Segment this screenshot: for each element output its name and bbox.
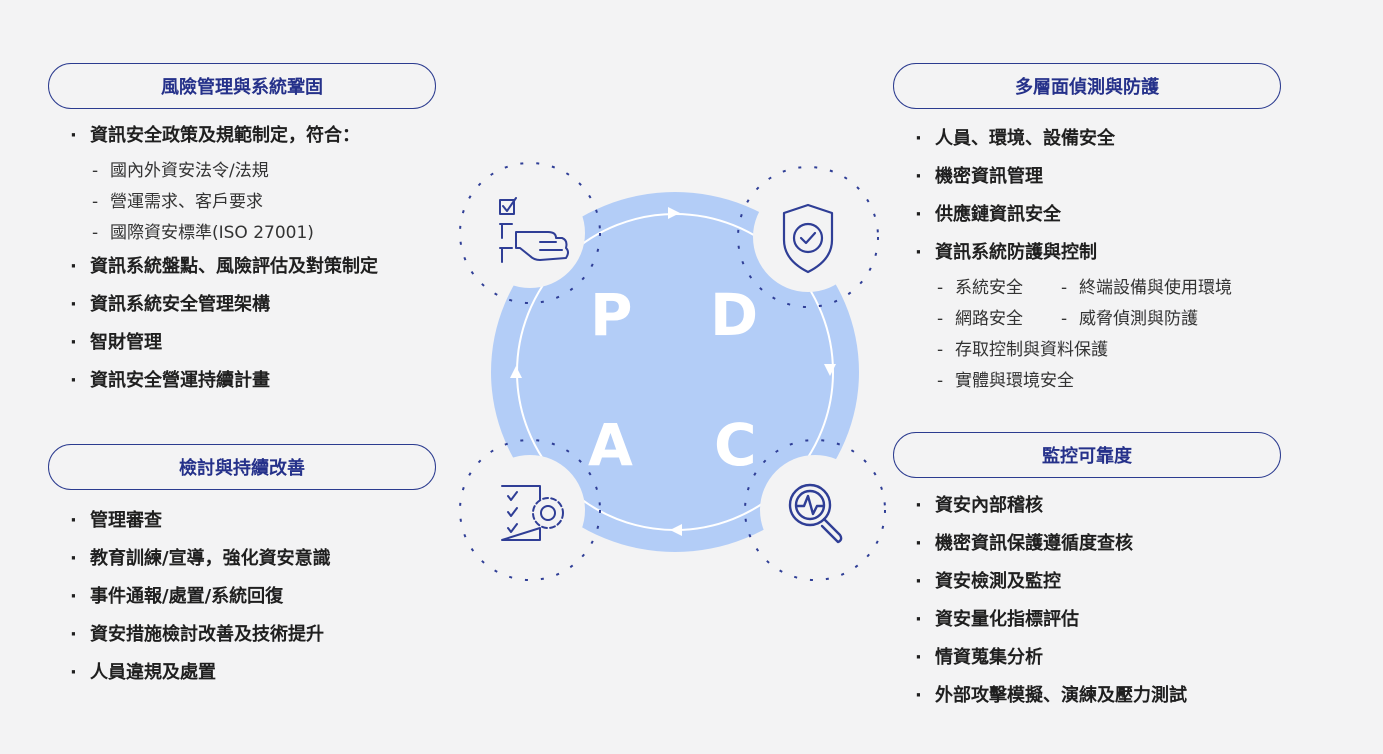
- list-subitem: -威脅偵測與防護: [1061, 309, 1198, 329]
- list-subitem-pair: 網路安全 -威脅偵測與防護: [915, 308, 1232, 330]
- list-item: 教育訓練/宣導，強化資安意識: [70, 547, 331, 571]
- check-badge: [744, 439, 886, 581]
- list-item: 資訊安全政策及規範制定，符合：: [70, 124, 378, 148]
- list-item: 資安檢測及監控: [915, 570, 1187, 594]
- act-badge-circle: [475, 455, 585, 565]
- list-subitem-text: 終端設備與使用環境: [1079, 278, 1232, 298]
- letter-d: D: [710, 281, 758, 349]
- list-item: 智財管理: [70, 331, 378, 355]
- shield-check-icon: [782, 203, 834, 274]
- list-item: 機密資訊管理: [915, 165, 1232, 189]
- list-subitem-pair: 系統安全 -終端設備與使用環境: [915, 277, 1232, 299]
- list-item: 管理審查: [70, 509, 331, 533]
- list-item: 外部攻擊模擬、演練及壓力測試: [915, 684, 1187, 708]
- letter-a: A: [588, 411, 633, 479]
- list-subitem: 實體與環境安全: [915, 370, 1232, 392]
- list-subitem: 國內外資安法令/法規: [70, 160, 378, 182]
- check-badge-dash-ring: [744, 439, 886, 581]
- magnifier-pulse-icon: [788, 483, 843, 544]
- list-subitem: -終端設備與使用環境: [1061, 278, 1232, 298]
- list-item: 事件通報/處置/系統回復: [70, 585, 331, 609]
- list-item: 機密資訊保護遵循度查核: [915, 532, 1187, 556]
- list-subitem-text: 威脅偵測與防護: [1079, 309, 1198, 329]
- pdca-cycle-diagram: P D A C: [459, 162, 886, 581]
- plan-badge-dash-ring: [459, 162, 601, 304]
- arrow-up-left: [510, 366, 522, 378]
- list-item: 資訊安全營運持續計畫: [70, 369, 378, 393]
- list-item: 情資蒐集分析: [915, 646, 1187, 670]
- list-item: 資訊系統防護與控制: [915, 241, 1232, 265]
- list-item: 人員、環境、設備安全: [915, 127, 1232, 151]
- list-subitem: 營運需求、客戶要求: [70, 191, 378, 213]
- checklist-pointing-hand-icon: [499, 197, 569, 263]
- do-badge: [737, 166, 879, 308]
- list-item: 資安量化指標評估: [915, 608, 1187, 632]
- do-badge-circle: [753, 182, 863, 292]
- plan-badge: [459, 162, 601, 304]
- list-subitem: 網路安全: [955, 309, 1023, 329]
- letter-c: C: [714, 411, 757, 479]
- arrow-left-bottom: [670, 524, 682, 536]
- list-subitem: 國際資安標準(ISO 27001): [70, 222, 378, 244]
- list-item: 資安措施檢討改善及技術提升: [70, 623, 331, 647]
- list-subitem: 存取控制與資料保護: [915, 339, 1232, 361]
- list-item: 資訊系統盤點、風險評估及對策制定: [70, 255, 378, 279]
- review-improvement-title: 檢討與持續改善: [48, 444, 436, 490]
- risk-management-list: 資訊安全政策及規範制定，符合： 國內外資安法令/法規 營運需求、客戶要求 國際資…: [70, 124, 378, 407]
- monitoring-reliability-title: 監控可靠度: [893, 432, 1281, 478]
- list-item: 人員違規及處置: [70, 661, 331, 685]
- detection-protection-list: 人員、環境、設備安全 機密資訊管理 供應鏈資訊安全 資訊系統防護與控制 系統安全…: [915, 127, 1232, 403]
- list-item: 資安內部稽核: [915, 494, 1187, 518]
- review-improvement-list: 管理審查 教育訓練/宣導，強化資安意識 事件通報/處置/系統回復 資安措施檢討改…: [70, 509, 331, 699]
- act-badge-dash-ring: [459, 439, 601, 581]
- cycle-arrows: [510, 207, 836, 536]
- arrow-right-top: [668, 207, 680, 219]
- arrow-down-right: [824, 364, 836, 376]
- risk-management-title: 風險管理與系統鞏固: [48, 63, 436, 109]
- pdca-background-circle: [491, 192, 859, 552]
- list-item: 資訊系統安全管理架構: [70, 293, 378, 317]
- detection-protection-title: 多層面偵測與防護: [893, 63, 1281, 109]
- do-badge-dash-ring: [737, 166, 879, 308]
- act-badge: [459, 439, 601, 581]
- letter-p: P: [590, 281, 633, 349]
- list-item: 供應鏈資訊安全: [915, 203, 1232, 227]
- monitoring-reliability-list: 資安內部稽核 機密資訊保護遵循度查核 資安檢測及監控 資安量化指標評估 情資蒐集…: [915, 494, 1187, 722]
- list-subitem: 系統安全: [955, 278, 1023, 298]
- checklist-gear-icon: [501, 485, 564, 541]
